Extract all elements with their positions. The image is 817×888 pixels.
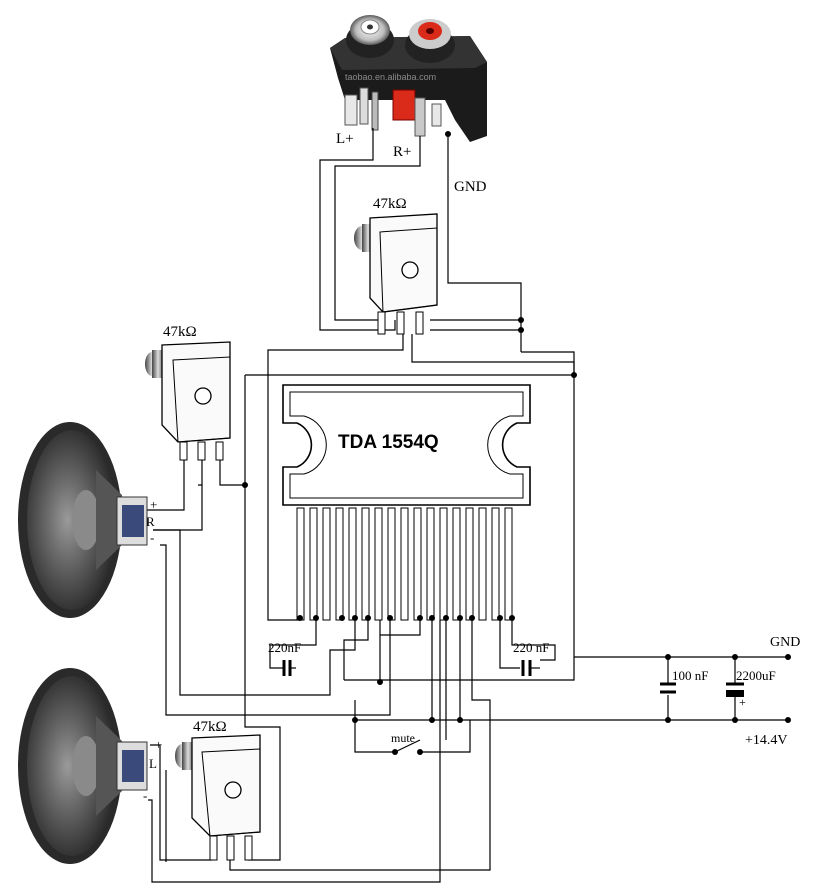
pot-left-label: 47kΩ bbox=[163, 324, 197, 340]
rca-jack-right bbox=[405, 19, 455, 63]
speaker-bottom-channel: L bbox=[149, 756, 157, 771]
pot-top-label: 47kΩ bbox=[373, 196, 407, 212]
circuit-wires bbox=[147, 128, 788, 883]
cap-100nf-label: 100 nF bbox=[672, 668, 708, 683]
supply-label: +14.4V bbox=[745, 733, 788, 748]
speaker-bottom-minus: - bbox=[143, 788, 147, 803]
rca-connector: taobao.en.alibaba.com bbox=[330, 15, 487, 142]
potentiometer-left bbox=[145, 341, 231, 461]
ic-pin-dots bbox=[297, 615, 515, 621]
speaker-top bbox=[18, 422, 148, 618]
watermark-text: taobao.en.alibaba.com bbox=[345, 72, 436, 82]
ic-label: TDA 1554Q bbox=[338, 432, 439, 453]
speaker-top-plus: + bbox=[150, 497, 157, 512]
capacitor-left bbox=[280, 660, 296, 676]
speaker-bottom-plus: + bbox=[155, 737, 162, 752]
rca-left-label: L+ bbox=[336, 131, 354, 147]
gnd-top-label: GND bbox=[454, 179, 487, 195]
pot-bottom-label: 47kΩ bbox=[193, 719, 227, 735]
gnd-right-label: GND bbox=[770, 635, 800, 650]
capacitor-2200uf bbox=[726, 682, 744, 697]
potentiometer-bottom bbox=[175, 734, 261, 861]
potentiometer-top bbox=[354, 213, 438, 335]
junction-dots bbox=[242, 131, 791, 755]
speaker-top-channel: R bbox=[146, 514, 155, 529]
cap-2200uf-plus: + bbox=[739, 695, 746, 709]
capacitor-100nf bbox=[660, 682, 676, 694]
rca-jack-left bbox=[346, 15, 394, 58]
cap-left-label: 220nF bbox=[268, 640, 301, 655]
speaker-top-minus: - bbox=[150, 530, 154, 545]
cap-right-label: 220 nF bbox=[513, 640, 549, 655]
rca-terminals bbox=[344, 87, 442, 137]
mute-label: mute bbox=[391, 731, 415, 745]
rca-right-label: R+ bbox=[393, 144, 411, 160]
mute-switch bbox=[394, 739, 421, 753]
ic-tda1554q: TDA 1554Q bbox=[282, 384, 531, 621]
cap-2200uf-label: 2200uF bbox=[736, 668, 776, 683]
ic-pins bbox=[296, 507, 513, 621]
speaker-bottom bbox=[18, 668, 148, 864]
capacitor-right bbox=[521, 660, 540, 676]
